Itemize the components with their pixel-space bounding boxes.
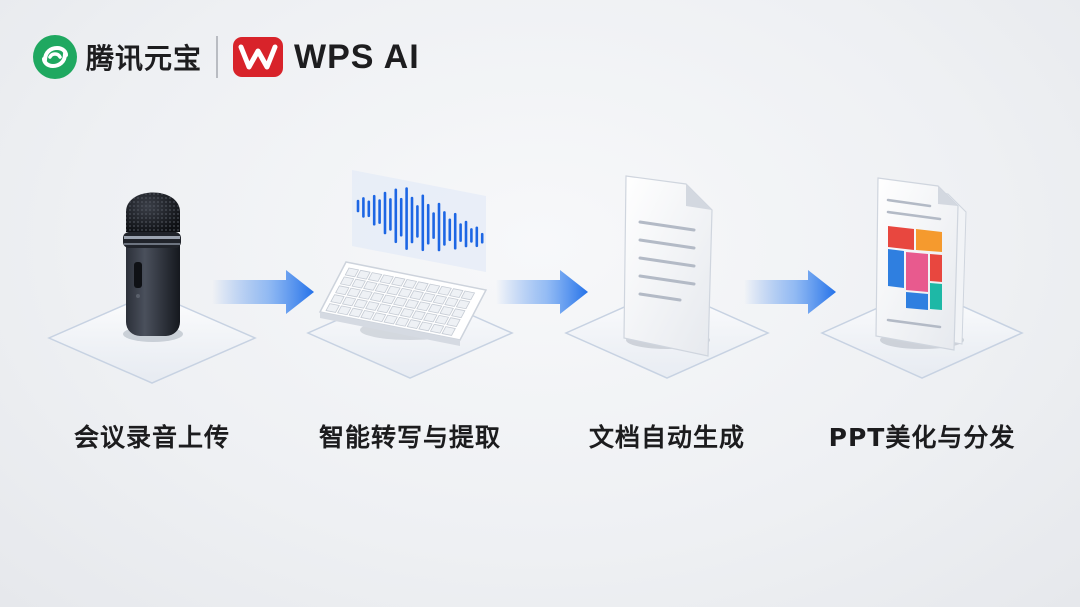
keyboard-key [425,283,441,294]
keyboard-key [376,303,392,314]
step-label-2: 智能转写与提取 [318,423,501,452]
wps-name: WPS AI [294,37,420,76]
keyboard-key [351,278,366,289]
step-2-graphic [306,170,514,379]
wps-brand: WPS AI [232,35,420,79]
keyboard-key [365,301,380,311]
keyboard-key [339,276,355,287]
step-label-1: 会议录音上传 [73,423,230,452]
keyboard-key [434,314,450,325]
brand-divider [216,36,219,78]
keyboard-key [427,303,443,314]
flow-arrow-3 [744,270,836,314]
keyboard-key [356,269,371,280]
document-icon [623,175,713,357]
keyboard-key [374,283,390,294]
step-3-graphic [564,175,770,379]
step-label-3: 文档自动生成 [588,423,745,452]
yuanbao-name: 腾讯元宝 [86,42,203,75]
keyboard-key [421,292,436,303]
keyboard-key [346,287,362,298]
keyboard-key [444,297,459,307]
keyboard-key [416,301,431,312]
audio-waveform-icon [352,170,486,272]
keyboard-key [441,326,456,336]
step-1-graphic [47,192,257,384]
ppt-document-icon [875,177,967,351]
keyboard-key [369,292,385,302]
keyboard-key [409,290,424,300]
keyboard-key [388,305,403,316]
keyboard-key [411,310,426,321]
keyboard-key [439,306,454,316]
microphone-icon [123,192,181,336]
step-4-graphic [820,177,1024,379]
keyboard-key [330,294,345,304]
keyboard-key [379,274,394,285]
keyboard-key [341,296,357,307]
keyboard-key [348,307,364,318]
keyboard-key [395,316,410,327]
keyboard-key [437,285,452,296]
yuanbao-logo-icon [33,35,77,79]
keyboard-key [371,312,387,323]
keyboard-key [460,290,476,301]
keyboard-key [449,288,464,298]
keyboard-key [393,296,408,307]
keyboard-key [367,272,383,282]
keyboard-key [391,276,406,287]
platform-1 [47,292,257,384]
keyboard-key [325,303,340,313]
keyboard-key [337,305,352,316]
keyboard-key [451,308,466,319]
keyboard-key [423,312,438,323]
keyboard-key [386,285,401,296]
keyboard-key [455,299,471,310]
keyboard-key [402,279,418,289]
keyboard-key [335,285,350,296]
keyboard-key [429,323,445,334]
keyboard-key [344,267,360,278]
keyboard-key [353,298,368,309]
flow-arrow-2 [496,270,588,314]
keyboard-key [404,299,420,309]
keyboard-key [399,308,415,318]
keyboard-key [418,321,433,332]
yuanbao-brand: 腾讯元宝 [32,34,202,80]
keyboard-key [363,281,378,291]
keyboard-key [414,281,429,292]
keyboard-key [406,319,422,329]
keyboard-key [358,289,373,300]
keyboard-key [397,287,413,298]
flow-arrow-1 [212,270,314,314]
header: 腾讯元宝 WPS AI [32,30,420,84]
keyboard-key [383,314,398,325]
keyboard-key [360,310,375,320]
step-label-4: PPT美化与分发 [828,423,1016,452]
keyboard-key [381,294,396,305]
keyboard-icon [318,261,488,346]
keyboard-key [432,294,448,305]
wps-logo-icon [233,37,284,77]
keyboard-key [446,317,461,327]
